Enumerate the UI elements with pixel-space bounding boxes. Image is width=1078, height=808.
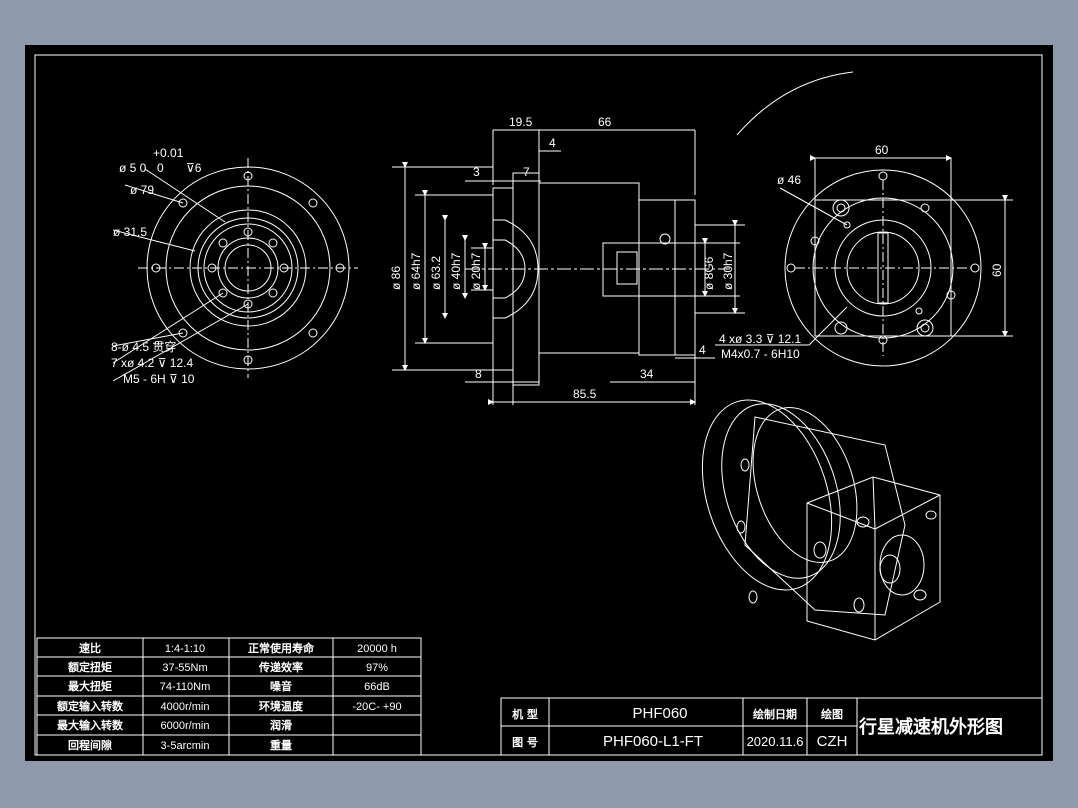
dim-85-5: 85.5: [573, 387, 597, 401]
front-view: [112, 158, 358, 382]
tap-note-a: 4 xø 3.3 ⊽ 12.1: [719, 332, 801, 346]
dim-19-5: 19.5: [509, 115, 533, 129]
d50-tolerance: +0.01: [153, 146, 184, 160]
spec-val2-1: 20000 h: [357, 643, 397, 655]
spec-val2-2: 97%: [366, 662, 388, 674]
spec-val-4: 4000r/min: [161, 701, 210, 713]
dim-d64: ø 64h7: [409, 252, 423, 290]
d50-lower: 0: [157, 161, 164, 175]
spec-key2-4: 环境温度: [259, 699, 304, 713]
d50-label: ø 5 0: [119, 161, 147, 175]
dim-4-bot: 4: [699, 343, 706, 357]
spec-rows: 速比 1:4-1:10 正常使用寿命 20000 h 额定扭矩 37-55Nm …: [57, 641, 402, 752]
right-bolt-holes: [786, 171, 980, 345]
holes-note-a: 8-ø 4.5 贯穿: [111, 339, 176, 354]
spec-key-5: 最大输入转数: [57, 718, 124, 732]
dim-d20: ø 20h7: [469, 252, 483, 290]
drawer-value: CZH: [817, 733, 848, 750]
spec-key2-2: 传递效率: [258, 660, 303, 674]
spec-key-3: 最大扭矩: [68, 679, 112, 693]
model-label: 机 型: [512, 707, 538, 721]
spec-val-3: 74-110Nm: [160, 681, 211, 693]
drawing-svg: +0.01 ø 5 0 0 ⊽6 ø 79 ø 31.5 8-ø 4.5 贯穿 …: [34, 54, 1043, 756]
spec-key2-1: 正常使用寿命: [248, 641, 315, 655]
spec-key-1: 速比: [79, 641, 101, 655]
dim-4-top: 4: [549, 136, 556, 150]
dim-d8: ø 8G6: [702, 256, 716, 290]
drawing-sheet: +0.01 ø 5 0 0 ⊽6 ø 79 ø 31.5 8-ø 4.5 贯穿 …: [25, 45, 1053, 761]
tap-note-b: M4x0.7 - 6H10: [721, 347, 800, 361]
spec-key-4: 额定输入转数: [57, 699, 124, 713]
drawing-no-value: PHF060-L1-FT: [603, 733, 703, 750]
model-value: PHF060: [632, 705, 687, 722]
spec-val-5: 6000r/min: [161, 720, 210, 732]
spec-key-6: 回程间隙: [68, 738, 112, 752]
dim-d30: ø 30h7: [721, 252, 735, 290]
d31-5-label: ø 31.5: [113, 225, 147, 239]
dim-66: 66: [598, 115, 612, 129]
side-dimensions: [392, 129, 745, 405]
dim-8: 8: [475, 367, 482, 381]
date-value: 2020.11.6: [747, 734, 804, 749]
spec-val-1: 1:4-1:10: [165, 643, 205, 655]
d46-label: ø 46: [777, 173, 801, 187]
side-view: [465, 172, 730, 386]
drawer-label: 绘图: [821, 707, 843, 721]
spec-val2-4: -20C- +90: [352, 701, 401, 713]
dim-60-side: 60: [990, 263, 1004, 277]
spec-table: [36, 637, 422, 756]
d50-depth: ⊽6: [186, 161, 202, 175]
holes-note-c: M5 - 6H ⊽ 10: [123, 372, 195, 386]
spec-val-6: 3-5arcmin: [161, 740, 210, 752]
spec-key2-5: 润滑: [270, 718, 292, 732]
spec-key2-6: 重量: [270, 738, 292, 752]
dim-34: 34: [640, 367, 654, 381]
dim-d63: ø 63.2: [429, 256, 443, 290]
dim-7: 7: [523, 165, 530, 179]
drawing-no-label: 图 号: [512, 736, 538, 749]
dim-d40: ø 40h7: [449, 252, 463, 290]
dim-3: 3: [473, 165, 480, 179]
date-label: 绘制日期: [753, 707, 797, 721]
isometric-view: [701, 399, 941, 641]
right-view: [715, 71, 1013, 367]
title-block: [500, 697, 1043, 756]
holes-note-b: 7 xø 4.2 ⊽ 12.4: [111, 356, 193, 370]
spec-key2-3: 噪音: [270, 679, 292, 693]
spec-key-2: 额定扭矩: [68, 660, 112, 674]
spec-val-2: 37-55Nm: [162, 662, 207, 674]
drawing-title: 行星减速机外形图: [858, 716, 1003, 738]
spec-val2-3: 66dB: [364, 681, 390, 693]
d79-label: ø 79: [130, 183, 154, 197]
dim-d86: ø 86: [389, 266, 403, 290]
dim-60-top: 60: [875, 143, 889, 157]
